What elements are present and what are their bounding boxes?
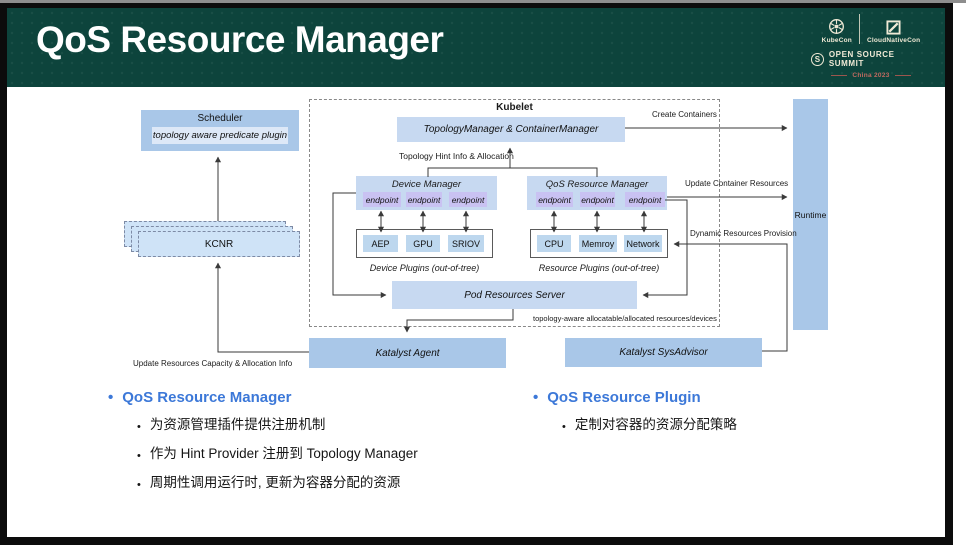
kubelet-container [309, 99, 720, 327]
event-dash-right [894, 75, 911, 76]
label-create-containers: Create Containers [652, 110, 717, 119]
cloudnativecon-label: CloudNativeCon [866, 37, 921, 44]
window-top-strip [0, 0, 966, 3]
katalyst-sysadvisor-box: Katalyst SysAdvisor [565, 338, 762, 367]
plugin-gpu: GPU [406, 235, 440, 252]
bullet-left-item: • 周期性调用运行时, 更新为容器分配的资源 [137, 475, 538, 493]
kubecon-label: KubeCon [821, 37, 852, 44]
qos-endpoint-1: endpoint [536, 192, 573, 207]
bullet-left-item: • 作为 Hint Provider 注册到 Topology Manager [137, 446, 538, 464]
topology-container-manager-box: TopologyManager & ContainerManager [397, 117, 625, 142]
event-label: China 2023 [852, 72, 890, 79]
label-dynamic-resources-provision: Dynamic Resources Provision [690, 229, 797, 238]
qos-endpoint-3: endpoint [625, 192, 665, 207]
bullet-left-title: QoS Resource Manager [122, 389, 292, 406]
qos-resource-manager-title: QoS Resource Manager [545, 179, 649, 190]
conference-logos: KubeCon CloudNativeCon S OPEN SOURCE SUM… [811, 14, 931, 79]
device-plugins-caption: Device Plugins (out-of-tree) [369, 263, 480, 273]
device-endpoint-1: endpoint [363, 192, 401, 207]
logo-divider [858, 14, 860, 44]
cloudnativecon-logo: CloudNativeCon [867, 20, 920, 44]
plugin-memroy: Memroy [579, 235, 617, 252]
bullet-left-item-text: 作为 Hint Provider 注册到 Topology Manager [149, 446, 418, 461]
bullet-left-item-text: 周期性调用运行时, 更新为容器分配的资源 [149, 475, 401, 490]
bullet-left-item-text: 为资源管理插件提供注册机制 [149, 417, 326, 432]
summit-s-icon: S [811, 52, 824, 66]
topology-predicate-plugin-box: topology aware predicate plugin [152, 127, 288, 144]
plugin-cpu: CPU [537, 235, 571, 252]
bullet-left-item: • 为资源管理插件提供注册机制 [137, 417, 538, 435]
bullet-left-title-row: • QoS Resource Manager [108, 389, 538, 406]
label-update-resources-info: Update Resources Capacity & Allocation I… [133, 359, 293, 368]
label-update-container-resources: Update Container Resources [685, 179, 789, 188]
scheduler-title: Scheduler [197, 113, 243, 124]
summit-label: OPEN SOURCE SUMMIT [828, 50, 895, 68]
resource-plugins-caption: Resource Plugins (out-of-tree) [538, 263, 660, 273]
kubelet-label: Kubelet [496, 102, 533, 113]
slide-canvas [7, 8, 945, 537]
bullet-dot: • [562, 421, 566, 433]
open-source-summit-row: S OPEN SOURCE SUMMIT [811, 50, 931, 68]
plugin-sriov: SRIOV [448, 235, 484, 252]
kubecon-logo: KubeCon [822, 18, 852, 44]
qos-endpoint-2: endpoint [580, 192, 615, 207]
bullet-right-item-text: 定制对容器的资源分配策略 [574, 417, 737, 432]
bullet-right-title-row: • QoS Resource Plugin [533, 389, 933, 406]
bullet-right-item: • 定制对容器的资源分配策略 [562, 417, 933, 435]
label-topology-hint: Topology Hint Info & Allocation [399, 151, 514, 161]
kcnr-box: KCNR [138, 231, 300, 257]
bullet-section-left: • QoS Resource Manager • 为资源管理插件提供注册机制 •… [108, 389, 538, 493]
label-topology-aware: topology-aware allocatable/allocated res… [533, 314, 717, 323]
bullet-dot: • [533, 389, 539, 406]
bullet-section-right: • QoS Resource Plugin • 定制对容器的资源分配策略 [533, 389, 933, 435]
bullet-dot: • [137, 450, 141, 462]
slide-header: QoS Resource Manager KubeCon [7, 8, 945, 87]
device-manager-title: Device Manager [391, 179, 462, 190]
bullet-right-title: QoS Resource Plugin [547, 389, 701, 406]
katalyst-agent-box: Katalyst Agent [309, 338, 506, 368]
page-title: QoS Resource Manager [36, 19, 444, 60]
pod-resources-server-box: Pod Resources Server [392, 281, 637, 309]
runtime-box: Runtime [793, 99, 828, 330]
event-row: China 2023 [831, 72, 911, 79]
bullet-dot: • [137, 479, 141, 491]
cloudnativecon-cube-icon [886, 20, 901, 35]
bullet-dot: • [137, 421, 141, 433]
logo-row-kubecon-cloudnativecon: KubeCon CloudNativeCon [822, 14, 921, 44]
scheduler-box: Scheduler topology aware predicate plugi… [141, 110, 299, 151]
device-endpoint-3: endpoint [449, 192, 487, 207]
bullet-dot: • [108, 389, 114, 406]
plugin-network: Network [624, 235, 662, 252]
event-dash-left [831, 75, 848, 76]
plugin-aep: AEP [363, 235, 398, 252]
kubecon-wheel-icon [829, 19, 845, 34]
device-endpoint-2: endpoint [406, 192, 442, 207]
